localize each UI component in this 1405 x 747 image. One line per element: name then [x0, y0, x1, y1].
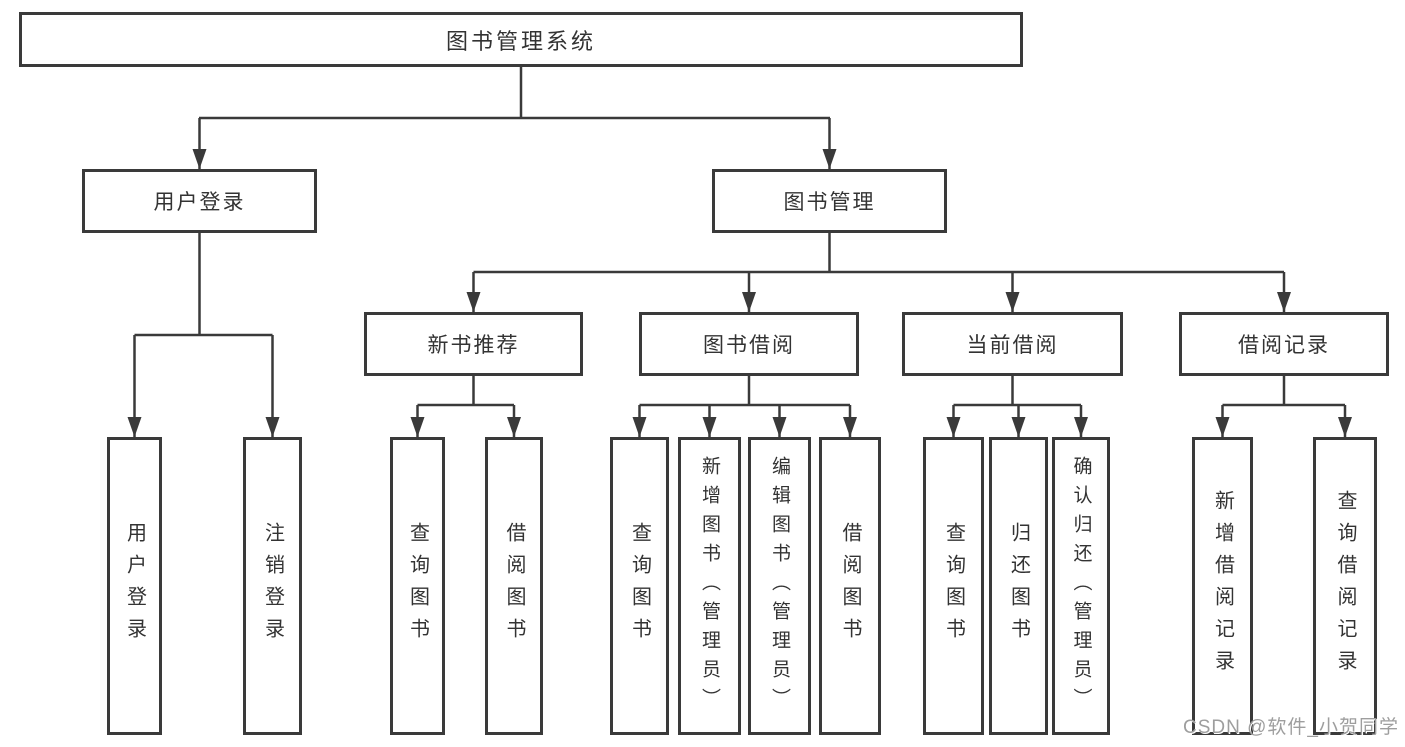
node-cb-confirm-return-admin-label: 确认归还（管理员） [1070, 455, 1092, 717]
node-bb-query-books: 查询图书 [610, 437, 669, 735]
node-cb-confirm-return-admin: 确认归还（管理员） [1052, 437, 1110, 735]
node-br-add-record: 新增借阅记录 [1192, 437, 1253, 735]
node-user-login-label: 用户登录 [153, 191, 246, 214]
node-current-borrow-label: 当前借阅 [966, 334, 1059, 357]
node-current-borrow: 当前借阅 [902, 312, 1123, 376]
node-root-system: 图书管理系统 [19, 12, 1023, 67]
node-bb-edit-books-admin: 编辑图书（管理员） [748, 437, 811, 735]
node-book-management-label: 图书管理 [783, 191, 876, 214]
node-nb-query-books: 查询图书 [390, 437, 445, 735]
node-cb-query-books-label: 查询图书 [942, 522, 965, 650]
node-book-borrow-label: 图书借阅 [703, 334, 795, 357]
node-bb-edit-books-admin-label: 编辑图书（管理员） [769, 455, 790, 717]
node-nb-borrow-books-label: 借阅图书 [503, 522, 525, 650]
node-nb-query-books-label: 查询图书 [406, 522, 429, 650]
node-bb-add-books-admin: 新增图书（管理员） [678, 437, 741, 735]
node-user-login: 用户登录 [82, 169, 317, 233]
node-new-book-recommend-label: 新书推荐 [427, 334, 520, 357]
node-book-management: 图书管理 [712, 169, 947, 233]
node-leaf-user-login-label: 用户登录 [123, 522, 146, 650]
node-leaf-logout-label: 注销登录 [261, 522, 284, 650]
node-br-query-record: 查询借阅记录 [1313, 437, 1377, 735]
node-new-book-recommend: 新书推荐 [364, 312, 583, 376]
node-book-borrow: 图书借阅 [639, 312, 859, 376]
node-cb-return-books: 归还图书 [989, 437, 1048, 735]
node-borrow-records: 借阅记录 [1179, 312, 1389, 376]
node-leaf-logout: 注销登录 [243, 437, 302, 735]
node-bb-borrow-books-label: 借阅图书 [839, 522, 861, 650]
node-borrow-records-label: 借阅记录 [1238, 334, 1330, 357]
node-cb-return-books-label: 归还图书 [1007, 522, 1030, 650]
node-nb-borrow-books: 借阅图书 [485, 437, 543, 735]
node-cb-query-books: 查询图书 [923, 437, 984, 735]
node-br-query-record-label: 查询借阅记录 [1334, 490, 1356, 682]
node-bb-borrow-books: 借阅图书 [819, 437, 881, 735]
node-root-label: 图书管理系统 [445, 28, 596, 54]
node-leaf-user-login: 用户登录 [107, 437, 162, 735]
node-bb-add-books-admin-label: 新增图书（管理员） [699, 455, 720, 717]
node-bb-query-books-label: 查询图书 [628, 522, 651, 650]
node-br-add-record-label: 新增借阅记录 [1211, 490, 1234, 682]
watermark-text: CSDN @软件_小贺同学 [1183, 717, 1399, 738]
